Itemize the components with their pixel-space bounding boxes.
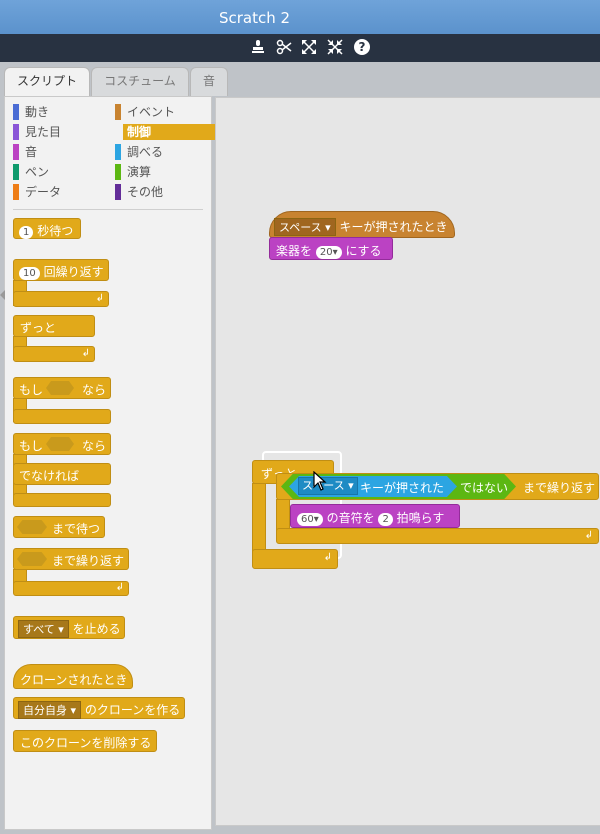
category-events[interactable]: イベント bbox=[115, 104, 175, 120]
create-clone-block[interactable]: 自分自身 ▾ のクローンを作る bbox=[13, 697, 185, 719]
repeat-until-label: まで繰り返す bbox=[523, 481, 596, 495]
beats-value[interactable]: 2 bbox=[378, 513, 393, 526]
key-dropdown[interactable]: スペース ▾ bbox=[274, 218, 336, 236]
category-more-blocks[interactable]: その他 bbox=[115, 184, 163, 200]
clone-target-dropdown[interactable]: 自分自身 ▾ bbox=[18, 701, 82, 719]
if-then-block-bottom bbox=[13, 409, 111, 424]
tab-scripts[interactable]: スクリプト bbox=[4, 67, 90, 97]
window-title: Scratch 2 bbox=[219, 9, 291, 27]
repeat-until-bottom: ↲ bbox=[13, 581, 129, 596]
if-else-middle: でなければ bbox=[13, 463, 111, 485]
palette-divider bbox=[13, 209, 203, 210]
repeat-until-script-bottom: ↲ bbox=[276, 528, 599, 544]
wait-until-block[interactable]: まで待つ bbox=[13, 516, 105, 538]
sensing-key-dropdown[interactable]: スペース ▾ bbox=[298, 477, 358, 495]
not-label: ではない bbox=[460, 481, 509, 495]
forever-block-bottom: ↲ bbox=[13, 346, 95, 362]
key-pressed-label: キーが押された bbox=[360, 481, 445, 495]
tab-costumes[interactable]: コスチューム bbox=[91, 67, 189, 96]
category-sound[interactable]: 音 bbox=[13, 144, 37, 160]
category-operators[interactable]: 演算 bbox=[115, 164, 151, 180]
mouse-cursor-icon bbox=[313, 471, 327, 491]
when-key-pressed-hat[interactable]: スペース ▾ キーが押されたとき bbox=[269, 211, 455, 238]
repeat-block[interactable]: 10 回繰り返す bbox=[13, 259, 109, 281]
help-icon[interactable]: ? bbox=[354, 39, 370, 55]
tab-sounds[interactable]: 音 bbox=[190, 67, 228, 96]
wait-seconds-block[interactable]: 1 秒待つ bbox=[13, 218, 81, 239]
category-sensing[interactable]: 調べる bbox=[115, 144, 163, 160]
forever-block[interactable]: ずっと bbox=[13, 315, 95, 337]
category-looks[interactable]: 見た目 bbox=[13, 124, 61, 140]
category-data[interactable]: データ bbox=[13, 184, 61, 200]
stamp-icon[interactable] bbox=[250, 39, 266, 55]
instrument-value[interactable]: 20▾ bbox=[315, 246, 342, 259]
set-instrument-block[interactable]: 楽器を 20▾ にする bbox=[269, 237, 393, 260]
block-palette: 動き イベント 見た目 制御 音 調べる ペン 演算 データ その他 1 秒待つ… bbox=[4, 96, 215, 830]
title-bar: Scratch 2 bbox=[0, 0, 600, 34]
stop-dropdown[interactable]: すべて ▾ bbox=[18, 620, 69, 638]
palette-collapse-arrow[interactable] bbox=[0, 290, 5, 300]
forever-script-side bbox=[252, 483, 266, 553]
if-then-block[interactable]: もし なら bbox=[13, 377, 111, 399]
if-else-block[interactable]: もし なら bbox=[13, 433, 111, 455]
repeat-block-bottom: ↲ bbox=[13, 291, 109, 307]
category-motion[interactable]: 動き bbox=[13, 104, 49, 120]
note-value[interactable]: 60▾ bbox=[297, 513, 323, 526]
forever-script-bottom: ↲ bbox=[252, 549, 338, 569]
play-note-block[interactable]: 60▾ の音符を 2 拍鳴らす bbox=[290, 504, 460, 528]
grow-icon[interactable] bbox=[301, 39, 317, 55]
category-pen[interactable]: ペン bbox=[13, 164, 49, 180]
if-else-block-bottom bbox=[13, 493, 111, 507]
toolbar: ? bbox=[0, 34, 600, 62]
shrink-icon[interactable] bbox=[327, 39, 343, 55]
category-control[interactable]: 制御 bbox=[123, 124, 215, 140]
repeat-until-block[interactable]: まで繰り返す bbox=[13, 548, 129, 570]
stop-block[interactable]: すべて ▾ を止める bbox=[13, 616, 125, 639]
delete-clone-block[interactable]: このクローンを削除する bbox=[13, 730, 157, 752]
clone-hat-block[interactable]: クローンされたとき bbox=[13, 664, 133, 689]
cut-icon[interactable] bbox=[276, 39, 292, 55]
